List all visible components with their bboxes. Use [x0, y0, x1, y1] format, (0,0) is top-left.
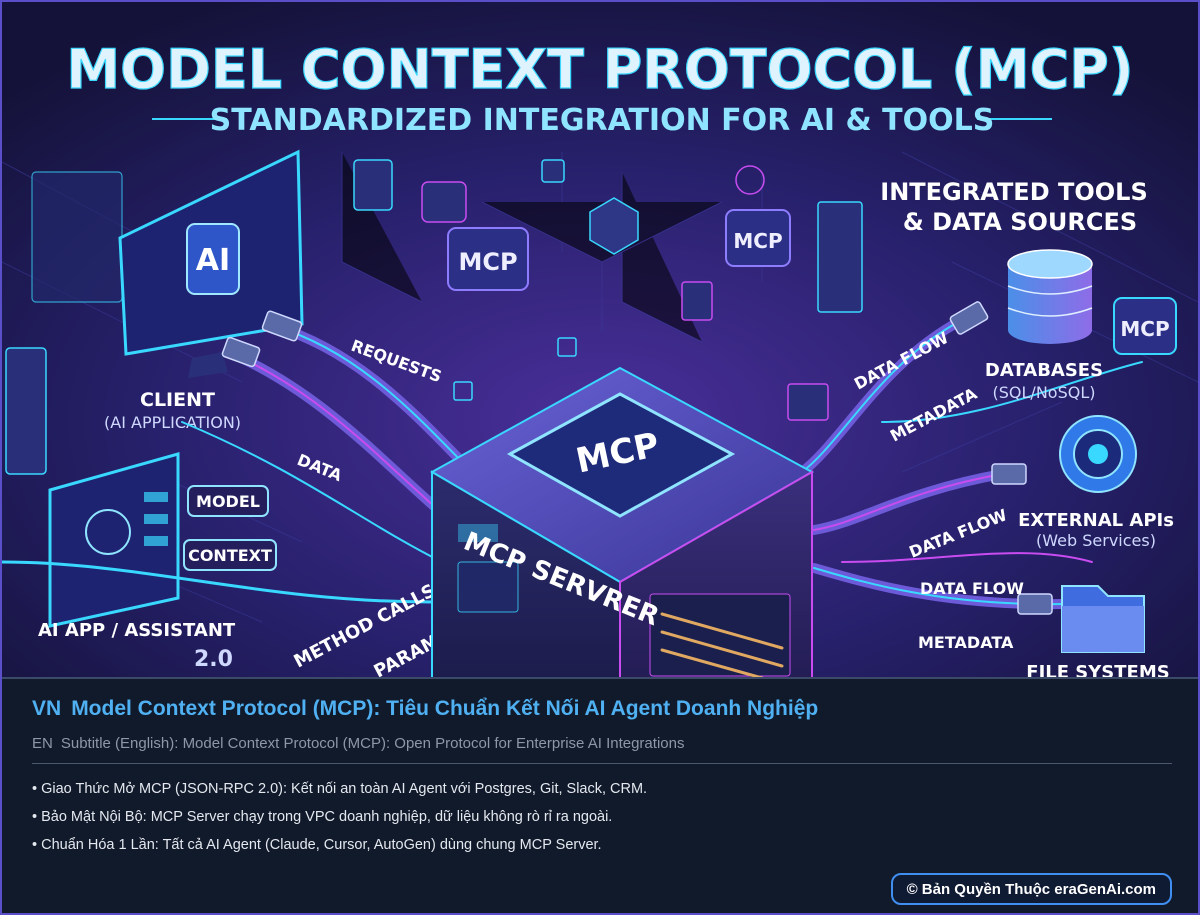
hero-subtitle: STANDARDIZED INTEGRATION FOR AI & TOOLS — [210, 103, 995, 138]
client-monitor: AI — [31, 149, 304, 378]
context-tag: CONTEXT — [183, 539, 277, 571]
globe-icon — [735, 165, 765, 195]
version-label: 2.0 — [194, 647, 233, 672]
caption-title: VN Model Context Protocol (MCP): Tiêu Chu… — [32, 697, 818, 721]
svg-text:MCP: MCP — [1120, 317, 1169, 341]
caption-divider — [32, 763, 1172, 764]
mcp-tag-left: MCP — [447, 227, 529, 291]
model-tag: MODEL — [187, 485, 269, 517]
gear-icon — [1059, 415, 1137, 493]
brain-icon — [85, 509, 131, 555]
caption-subtitle: EN Subtitle (English): Model Context Prot… — [32, 735, 684, 752]
tools-heading-line-2: & DATA SOURCES — [903, 208, 1137, 236]
rack-icon — [5, 347, 47, 475]
mcp-tag-middle: MCP — [725, 209, 791, 267]
ai-badge: AI — [196, 243, 230, 278]
mcp-server-cube: MCP — [429, 366, 815, 677]
server-tower-icon — [817, 201, 863, 313]
ai-app-tablet — [48, 452, 180, 628]
mcp-chip — [506, 392, 736, 518]
hero-title: MODEL CONTEXT PROTOCOL (MCP) — [66, 38, 1133, 101]
databases-sublabel: (SQL/NoSQL) — [993, 383, 1096, 402]
app-label: AI APP / ASSISTANT — [38, 620, 236, 641]
plug-icon — [1017, 593, 1053, 615]
plug-icon — [261, 310, 303, 342]
client-label: CLIENT — [140, 389, 215, 411]
caption-panel: VN Model Context Protocol (MCP): Tiêu Chu… — [2, 677, 1198, 913]
svg-text:CONTEXT: CONTEXT — [188, 546, 272, 565]
apis-label: EXTERNAL APIs — [1018, 510, 1174, 531]
hero-illustration: MODEL CONTEXT PROTOCOL (MCP) STANDARDIZE… — [2, 2, 1198, 677]
flow-label-metadata-2: METADATA — [918, 633, 1014, 652]
cube-icon — [589, 197, 639, 255]
svg-text:MCP: MCP — [733, 229, 782, 253]
flow-label-data-flow-3: DATA FLOW — [920, 579, 1024, 598]
client-sublabel: (AI APPLICATION) — [104, 413, 241, 432]
caption-subtitle-text: Subtitle (English): Model Context Protoc… — [60, 735, 685, 752]
caption-bullet: • Giao Thức Mở MCP (JSON-RPC 2.0): Kết n… — [32, 781, 648, 797]
apis-sublabel: (Web Services) — [1036, 531, 1156, 550]
folder-icon — [787, 383, 829, 421]
caption-bullet-list: • Giao Thức Mở MCP (JSON-RPC 2.0): Kết n… — [32, 775, 647, 859]
cables — [2, 315, 1143, 610]
mcp-tag-right: MCP — [1113, 297, 1177, 355]
folder-icon-large — [1061, 585, 1145, 653]
mcp-diagram: MODEL CONTEXT PROTOCOL (MCP) STANDARDIZE… — [2, 2, 1198, 677]
caption-subtitle-language-tag: EN — [32, 735, 53, 752]
caption-title-text: Model Context Protocol (MCP): Tiêu Chuẩn… — [71, 697, 819, 720]
caption-bullet: • Chuẩn Hóa 1 Lần: Tất cả AI Agent (Clau… — [32, 837, 602, 853]
node-icon — [557, 337, 577, 357]
plug-icon — [949, 301, 989, 335]
document-icon — [353, 159, 393, 211]
plug-icon — [221, 336, 261, 368]
node-icon — [453, 381, 473, 401]
plug-icon — [991, 463, 1027, 485]
databases-label: DATABASES — [985, 360, 1103, 381]
caption-bullet: • Bảo Mật Nội Bộ: MCP Server chạy trong … — [32, 809, 613, 825]
svg-text:MODEL: MODEL — [196, 492, 260, 511]
caption-title-language-tag: VN — [32, 697, 62, 720]
database-icon — [1007, 249, 1093, 344]
svg-text:MCP: MCP — [458, 248, 517, 276]
ai-chip-icon — [186, 223, 240, 295]
gear-cluster-icon — [421, 181, 467, 223]
floating-icons — [353, 159, 863, 421]
copyright-badge[interactable]: © Bản Quyền Thuộc eraGenAi.com — [890, 873, 1172, 905]
tools-heading-line-1: INTEGRATED TOOLS — [880, 178, 1147, 206]
file-icon — [681, 281, 713, 321]
files-label: FILE SYSTEMS — [1026, 662, 1169, 677]
chip-icon — [541, 159, 565, 183]
